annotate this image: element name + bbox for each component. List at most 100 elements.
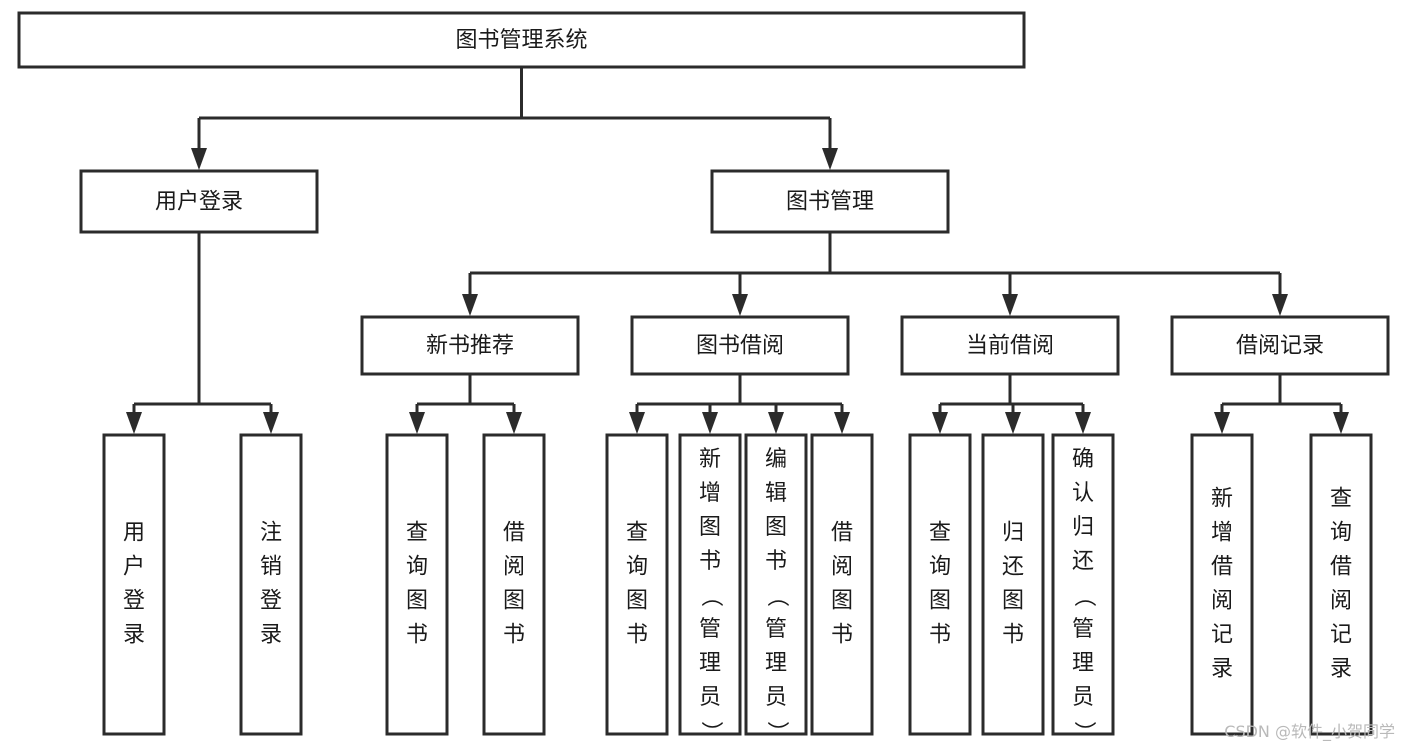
- node-label-char: 新: [1211, 487, 1233, 512]
- node-label-char: 新: [699, 447, 721, 472]
- watermark-label: CSDN @软件_小贺同学: [1224, 722, 1395, 741]
- node-box[interactable]: [17, 11, 1026, 69]
- node-label-char: 图: [831, 589, 853, 614]
- node-leaf-user-login[interactable]: 用户登录: [102, 433, 166, 736]
- node-book-borrow[interactable]: 图书借阅: [630, 315, 850, 376]
- node-label-char: 记: [1330, 623, 1352, 648]
- arrow-head-icon: [126, 412, 142, 434]
- arrow-head-icon: [1075, 412, 1091, 434]
- node-box[interactable]: [360, 315, 580, 376]
- node-box[interactable]: [102, 433, 166, 736]
- node-box[interactable]: [385, 433, 449, 736]
- arrow-head-icon: [1333, 412, 1349, 434]
- node-label-char: 阅: [1330, 589, 1352, 614]
- node-label-char: 查: [929, 521, 951, 546]
- arrow-head-icon: [702, 412, 718, 434]
- node-label-char: 还: [1002, 555, 1024, 580]
- node-box[interactable]: [810, 433, 874, 736]
- node-label-char: 认: [1072, 481, 1094, 506]
- node-label-char: ）: [1071, 721, 1096, 743]
- node-label-char: 理: [765, 651, 787, 676]
- node-label-char: 借: [1211, 555, 1233, 580]
- node-label-char: 书: [503, 623, 525, 648]
- node-label-char: 销: [260, 555, 282, 580]
- node-box[interactable]: [710, 169, 950, 234]
- node-box[interactable]: [79, 169, 319, 234]
- arrow-head-icon: [263, 412, 279, 434]
- node-label-char: （: [1071, 585, 1096, 607]
- node-label-char: 录: [1330, 657, 1352, 682]
- node-label-char: 员: [1072, 685, 1094, 710]
- node-box[interactable]: [744, 433, 808, 736]
- arrow-head-icon: [462, 294, 478, 316]
- node-label-char: 录: [1211, 657, 1233, 682]
- node-label-char: 登: [123, 589, 145, 614]
- arrow-head-icon: [768, 412, 784, 434]
- arrow-head-icon: [834, 412, 850, 434]
- node-label-char: 书: [765, 549, 787, 574]
- node-box[interactable]: [239, 433, 303, 736]
- node-box[interactable]: [1051, 433, 1115, 736]
- node-root[interactable]: 图书管理系统: [17, 11, 1026, 69]
- node-label-char: 询: [929, 555, 951, 580]
- arrow-head-icon: [409, 412, 425, 434]
- node-label-char: 增: [1211, 521, 1233, 546]
- node-label-char: 借: [503, 521, 525, 546]
- arrow-head-icon: [506, 412, 522, 434]
- node-label-char: 询: [406, 555, 428, 580]
- node-label-char: 查: [1330, 487, 1352, 512]
- node-label-char: 图: [1002, 589, 1024, 614]
- node-label-char: 阅: [503, 555, 525, 580]
- arrow-head-icon: [1005, 412, 1021, 434]
- node-new-book-recommend[interactable]: 新书推荐: [360, 315, 580, 376]
- node-label-char: 确: [1072, 447, 1094, 472]
- connectors-layer: [126, 67, 1349, 434]
- node-box[interactable]: [630, 315, 850, 376]
- node-label: 新书推荐: [426, 334, 514, 359]
- node-box[interactable]: [605, 433, 669, 736]
- node-label-char: 书: [699, 549, 721, 574]
- node-box[interactable]: [981, 433, 1045, 736]
- node-label-char: 辑: [765, 481, 787, 506]
- node-label: 图书管理: [786, 190, 874, 215]
- node-label-char: 管: [765, 617, 787, 642]
- node-box[interactable]: [1170, 315, 1390, 376]
- node-box[interactable]: [482, 433, 546, 736]
- node-label-char: 管: [699, 617, 721, 642]
- node-label-char: 图: [406, 589, 428, 614]
- node-label: 用户登录: [155, 190, 243, 215]
- node-box[interactable]: [900, 315, 1120, 376]
- node-label-char: 书: [831, 623, 853, 648]
- nodes-layer: 图书管理系统用户登录图书管理新书推荐图书借阅当前借阅借阅记录用户登录注销登录查询…: [17, 11, 1390, 743]
- node-label-char: 图: [626, 589, 648, 614]
- node-label-char: 归: [1002, 521, 1024, 546]
- node-box[interactable]: [908, 433, 972, 736]
- node-label-char: 记: [1211, 623, 1233, 648]
- node-box[interactable]: [1309, 433, 1373, 736]
- node-book-manage[interactable]: 图书管理: [710, 169, 950, 234]
- node-user-login[interactable]: 用户登录: [79, 169, 319, 234]
- node-label-char: 员: [765, 685, 787, 710]
- node-borrow-record[interactable]: 借阅记录: [1170, 315, 1390, 376]
- node-box[interactable]: [1190, 433, 1254, 736]
- node-label-char: 图: [765, 515, 787, 540]
- node-box[interactable]: [678, 433, 742, 736]
- node-label-char: ）: [764, 721, 789, 743]
- node-label-char: 理: [699, 651, 721, 676]
- node-label-char: 询: [1330, 521, 1352, 546]
- node-label-char: 还: [1072, 549, 1094, 574]
- node-current-borrow[interactable]: 当前借阅: [900, 315, 1120, 376]
